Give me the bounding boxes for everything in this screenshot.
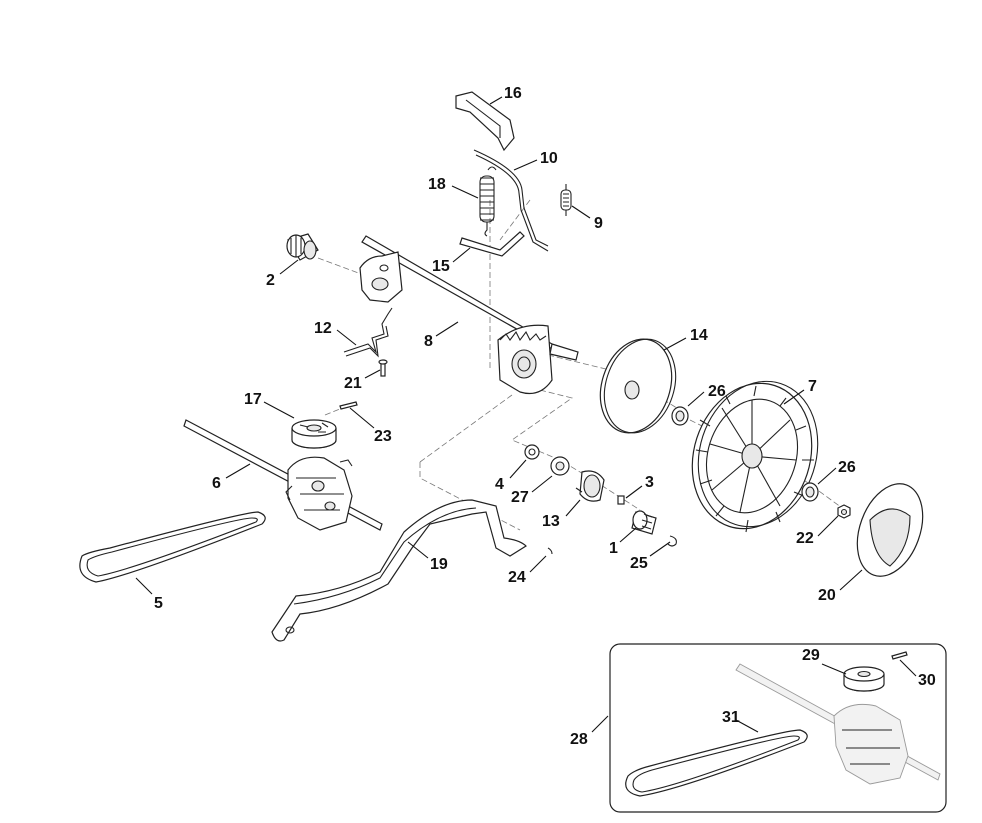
part-15-lever (459, 231, 525, 257)
callout-labels: 1 2 3 4 5 6 7 8 9 10 12 13 14 15 16 17 1… (154, 85, 936, 748)
callout-17: 17 (244, 391, 262, 408)
callout-6: 6 (212, 475, 221, 492)
callout-23: 23 (374, 428, 392, 445)
callout-28: 28 (570, 731, 588, 748)
callout-31: 31 (722, 709, 740, 726)
part-12-wire (343, 307, 393, 358)
part-23-pin (339, 401, 358, 410)
callout-16: 16 (504, 85, 522, 102)
part-4-washer (524, 444, 540, 460)
leader-lines (135, 96, 917, 733)
callout-5: 5 (154, 595, 163, 612)
part-25-clip (667, 535, 677, 547)
callout-9: 9 (594, 215, 603, 232)
callout-27: 27 (511, 489, 529, 506)
part-1-pinion (631, 510, 657, 535)
part-19-handle (271, 499, 527, 642)
callout-10: 10 (540, 150, 558, 167)
part-24-clip (547, 547, 553, 555)
part-13-housing (575, 470, 605, 502)
part-22-nut (837, 504, 851, 519)
callout-14: 14 (690, 327, 708, 344)
callout-20: 20 (818, 587, 836, 604)
callout-18: 18 (428, 176, 446, 193)
part-3-key (617, 495, 625, 505)
callout-12: 12 (314, 320, 332, 337)
part-2-gear (286, 233, 319, 261)
callout-30: 30 (918, 672, 936, 689)
callout-19: 19 (430, 556, 448, 573)
callout-26-right: 26 (838, 459, 856, 476)
callout-29: 29 (802, 647, 820, 664)
callout-4: 4 (495, 476, 504, 493)
part-26-bushing-a (671, 406, 689, 426)
callout-2: 2 (266, 272, 275, 289)
callout-25: 25 (630, 555, 648, 572)
callout-13: 13 (542, 513, 560, 530)
part-26-bushing-b (801, 482, 819, 502)
callout-21: 21 (344, 375, 362, 392)
part-27-bearing (550, 456, 570, 476)
part-14-hubcap (599, 338, 677, 434)
part-10-rod (473, 149, 549, 252)
callout-3: 3 (645, 474, 654, 491)
part-7-wheel (691, 380, 819, 533)
part-16-bracket (455, 91, 515, 152)
inset-28-box (609, 643, 947, 813)
part-18-spring (479, 166, 497, 237)
callout-7: 7 (808, 378, 817, 395)
callout-24: 24 (508, 569, 526, 586)
part-8-axle (359, 235, 579, 395)
callout-8: 8 (424, 333, 433, 350)
part-9-spring (560, 184, 572, 216)
part-5-belt (79, 511, 266, 583)
part-6-gearbox (183, 419, 383, 531)
part-20-cover (856, 483, 924, 577)
callout-26-top: 26 (708, 383, 726, 400)
callout-15: 15 (432, 258, 450, 275)
part-17-pulley (291, 419, 337, 449)
callout-22: 22 (796, 530, 814, 547)
part-21-screw (378, 359, 388, 377)
callout-1: 1 (609, 540, 618, 557)
